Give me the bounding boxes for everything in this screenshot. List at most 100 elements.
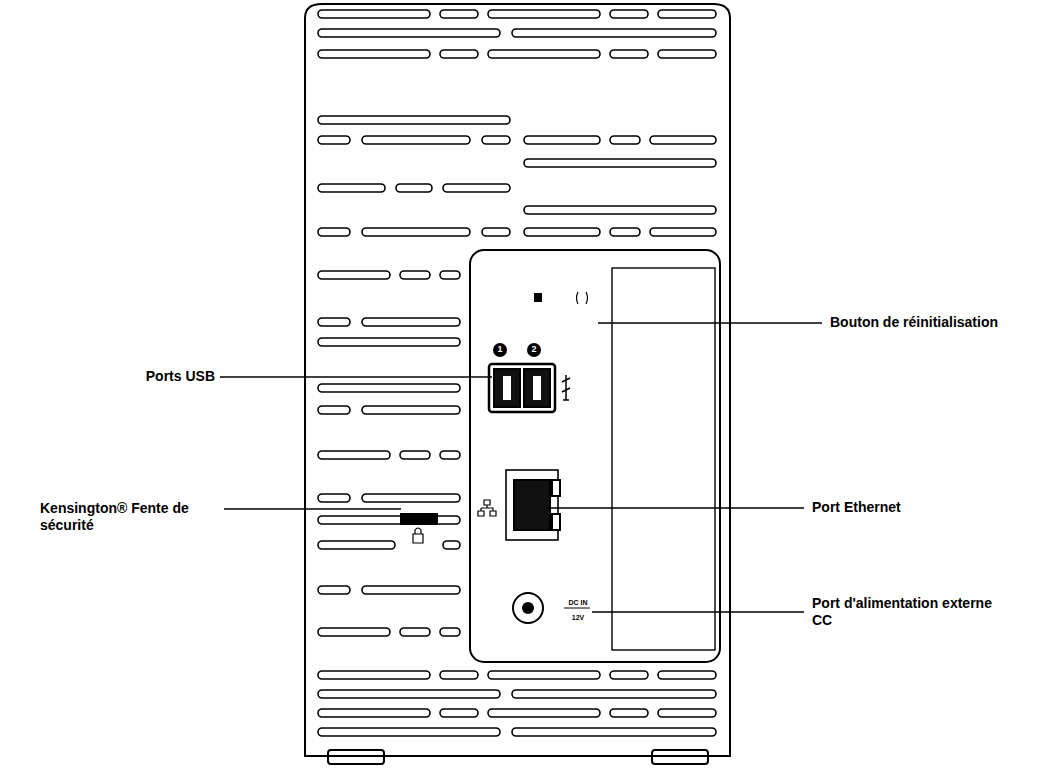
- callout-circle: [527, 343, 541, 357]
- vent-slot: [318, 50, 430, 58]
- usb-slot: [533, 376, 541, 400]
- vent-slot: [512, 29, 716, 37]
- dc-jack-pin: [523, 603, 533, 613]
- vent-slot: [400, 271, 430, 279]
- vent-slot: [318, 271, 390, 279]
- callout-label: Port d'alimentation externe CC: [812, 595, 1012, 629]
- leader-line: [592, 611, 804, 612]
- vent-slot: [524, 206, 716, 214]
- leader-line: [598, 322, 822, 323]
- usb-housing: [489, 364, 555, 412]
- vent-slot: [488, 50, 600, 58]
- network-icon: [478, 500, 496, 516]
- vent-slot: [318, 338, 460, 346]
- vent-slot: [400, 451, 430, 459]
- vent-slot: [362, 136, 470, 144]
- port-marking: 12V: [562, 614, 594, 621]
- callout-label: Kensington® Fente de sécurité: [40, 500, 220, 534]
- vent-slot: [658, 50, 716, 58]
- foot: [652, 750, 708, 764]
- vent-slot: [318, 586, 350, 594]
- foot: [328, 750, 384, 764]
- vent-slot: [440, 709, 478, 717]
- vent-slots: [318, 10, 716, 736]
- vent-slot: [318, 728, 500, 736]
- vent-slot: [318, 29, 500, 37]
- leader-line: [548, 507, 804, 508]
- vent-slot: [400, 628, 430, 636]
- vent-slot: [650, 136, 716, 144]
- vent-slot: [610, 228, 640, 236]
- vent-slot: [440, 50, 478, 58]
- callout-label: Bouton de réinitialisation: [830, 314, 1050, 331]
- leader-lines: [220, 323, 822, 612]
- vent-slot: [318, 709, 430, 717]
- vent-slot: [440, 10, 478, 18]
- usb-port: [494, 369, 520, 407]
- vent-slot: [488, 671, 600, 679]
- vent-slot: [610, 10, 648, 18]
- port-marking: DC IN: [562, 599, 594, 606]
- usb-slot: [503, 376, 511, 400]
- vent-slot: [318, 541, 395, 549]
- vent-slot: [443, 541, 460, 549]
- vent-slot: [318, 628, 390, 636]
- dc-jack: [513, 593, 543, 623]
- port-panel: [470, 250, 720, 662]
- vent-slot: [362, 586, 460, 594]
- vent-slot: [650, 228, 716, 236]
- vent-slot: [318, 671, 430, 679]
- dc-divider: [564, 608, 590, 609]
- lock-icon: [413, 528, 423, 543]
- callout-label: Port Ethernet: [812, 499, 1012, 516]
- leader-line: [224, 508, 401, 509]
- vent-slot: [318, 690, 500, 698]
- callout-number: 2: [527, 345, 541, 354]
- vent-slot: [318, 228, 350, 236]
- callout-circle: [493, 343, 507, 357]
- vent-slot: [658, 709, 716, 717]
- vent-slot: [524, 159, 716, 167]
- vent-slot: [440, 451, 460, 459]
- vent-slot: [362, 494, 460, 502]
- blank-plate: [612, 268, 715, 650]
- vent-slot: [318, 516, 460, 524]
- kensington-slot: [401, 514, 437, 524]
- vent-slot: [488, 709, 600, 717]
- callout-label: Ports USB: [90, 368, 215, 385]
- vent-slot: [318, 451, 390, 459]
- vent-slot: [524, 136, 600, 144]
- vent-slot: [318, 10, 430, 18]
- ethernet-housing: [506, 470, 558, 540]
- vent-slot: [482, 136, 510, 144]
- vent-slot: [658, 671, 716, 679]
- vent-slot: [610, 50, 648, 58]
- housing: [305, 4, 730, 756]
- vent-slot: [362, 406, 460, 414]
- ethernet-led: [552, 480, 560, 496]
- ethernet-port: [514, 480, 550, 530]
- vent-slot: [396, 184, 432, 192]
- vent-slot: [482, 228, 510, 236]
- vent-slot: [488, 10, 600, 18]
- vent-slot: [440, 628, 460, 636]
- vent-slot: [610, 136, 640, 144]
- vent-slot: [443, 184, 510, 192]
- vent-slot: [512, 728, 716, 736]
- callout-number: 1: [493, 345, 507, 354]
- reset-button: [577, 292, 588, 304]
- vent-slot: [524, 228, 600, 236]
- vent-slot: [318, 318, 350, 326]
- leader-line: [220, 376, 492, 377]
- vent-slot: [440, 271, 460, 279]
- vent-slot: [318, 116, 510, 124]
- usb-port: [524, 369, 550, 407]
- vent-slot: [440, 671, 478, 679]
- vent-slot: [362, 228, 470, 236]
- vent-slot: [318, 494, 350, 502]
- vent-slot: [318, 136, 350, 144]
- vent-slot: [610, 671, 648, 679]
- vent-slot: [318, 184, 385, 192]
- vent-slot: [362, 318, 460, 326]
